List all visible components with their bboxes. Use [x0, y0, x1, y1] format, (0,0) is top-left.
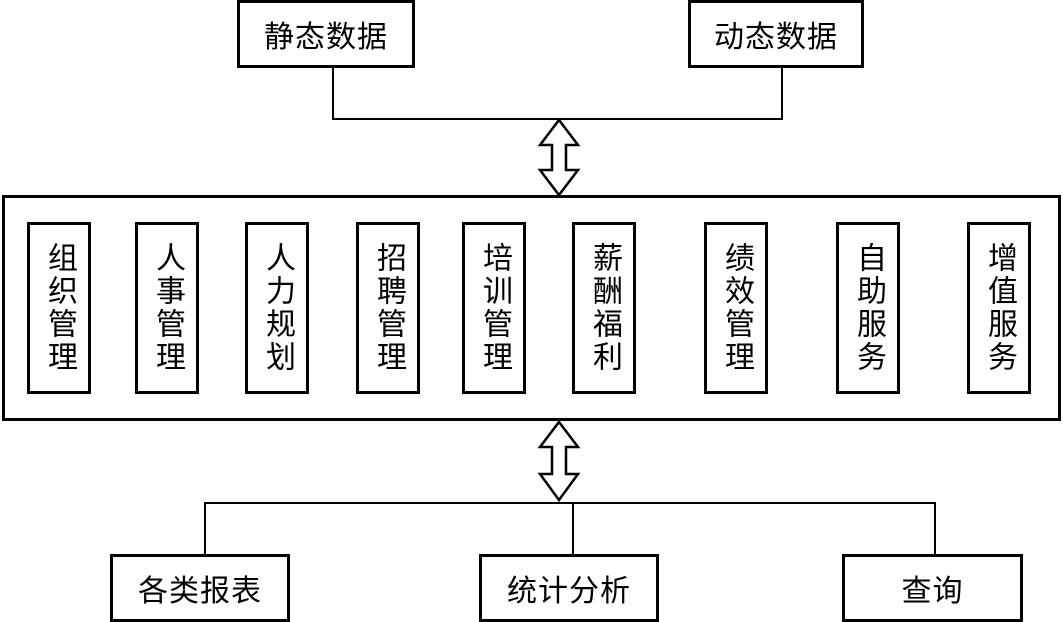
reports-label: 各类报表 [138, 574, 262, 609]
bottom-bracket-line [204, 502, 936, 556]
dynamic-data-label: 动态数据 [714, 20, 838, 55]
module-label: 组织管理 [42, 242, 77, 374]
statistical-analysis-label: 统计分析 [507, 574, 631, 609]
module-label: 薪酬福利 [587, 242, 622, 374]
module-training-management: 培训管理 [462, 222, 526, 394]
query-box: 查询 [842, 554, 1023, 622]
module-label: 人力规划 [260, 242, 295, 374]
module-label: 人事管理 [150, 242, 185, 374]
module-label: 自助服务 [851, 242, 886, 374]
module-recruitment-management: 招聘管理 [356, 222, 420, 394]
top-bracket-line [332, 66, 783, 120]
dynamic-data-box: 动态数据 [688, 0, 864, 68]
module-hr-planning: 人力规划 [245, 222, 309, 394]
reports-box: 各类报表 [110, 554, 290, 622]
module-label: 招聘管理 [371, 242, 406, 374]
module-label: 绩效管理 [719, 242, 754, 374]
core-system-container [2, 195, 1061, 421]
module-self-service: 自助服务 [836, 222, 900, 394]
static-data-box: 静态数据 [237, 0, 415, 68]
module-personnel-management: 人事管理 [135, 222, 199, 394]
statistical-analysis-box: 统计分析 [479, 554, 659, 622]
module-compensation-benefits: 薪酬福利 [572, 222, 636, 394]
module-performance-management: 绩效管理 [704, 222, 768, 394]
module-label: 培训管理 [477, 242, 512, 374]
top-double-arrow [537, 117, 581, 198]
module-value-added-service: 增值服务 [967, 222, 1031, 394]
bottom-double-arrow [537, 419, 581, 503]
static-data-label: 静态数据 [264, 20, 388, 55]
query-label: 查询 [901, 574, 964, 609]
module-label: 增值服务 [982, 242, 1017, 374]
module-org-management: 组织管理 [27, 222, 91, 394]
